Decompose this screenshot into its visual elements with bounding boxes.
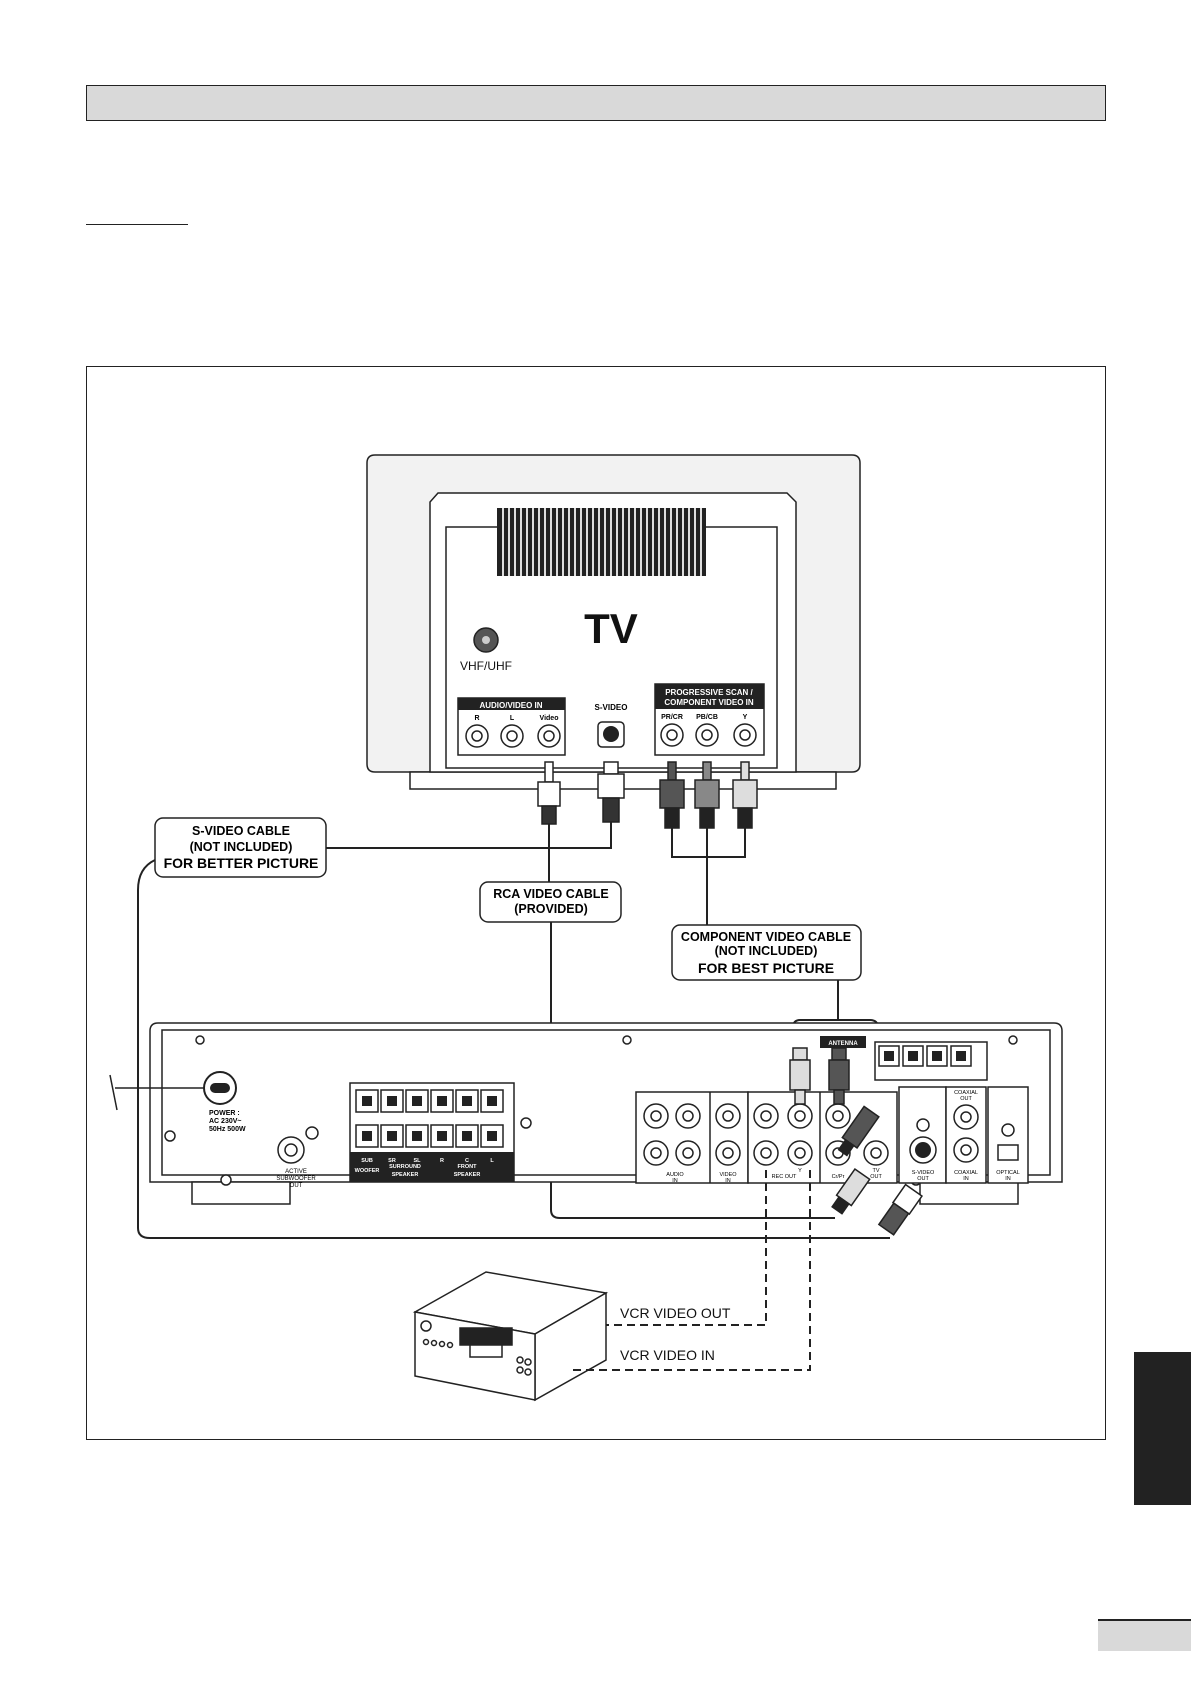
tv-component-plug-y <box>732 761 758 829</box>
rca-callout <box>479 881 622 923</box>
page-number-box <box>1098 1619 1191 1651</box>
tv-video-label: Video <box>540 715 559 722</box>
tv-pb-cb-label: PB/CB <box>696 714 718 721</box>
receiver-optical-panel <box>987 1086 1029 1184</box>
tv-progressive-line2: COMPONENT VIDEO IN <box>664 698 754 707</box>
receiver-rca-plug <box>831 1167 871 1215</box>
svideo-callout-line3: FOR BETTER PICTURE <box>164 855 319 871</box>
sl-label: SL <box>413 1158 421 1164</box>
receiver-audio-in-panel <box>635 1091 749 1184</box>
vcr-video-out-label: VCR VIDEO OUT <box>620 1305 731 1321</box>
optical-label-1: OPTICAL <box>996 1170 1020 1176</box>
video-in-label-2: IN <box>725 1178 731 1184</box>
heading-underline <box>86 224 188 225</box>
antenna-label: ANTENNA <box>828 1041 858 1047</box>
video-in-label-1: VIDEO <box>719 1172 737 1178</box>
header-bar <box>86 85 1106 121</box>
component-callout-line3: FOR BEST PICTURE <box>698 960 834 976</box>
cables <box>137 822 890 1239</box>
svideo-callout <box>154 817 327 878</box>
y-out-label: Y <box>798 1168 802 1174</box>
side-tab <box>1134 1352 1191 1505</box>
tv-pr-cr-label: PR/CR <box>661 714 683 721</box>
power-inlet <box>109 1071 237 1111</box>
audio-in-label-2: IN <box>672 1178 678 1184</box>
receiver-rec-out-panel <box>747 1091 898 1184</box>
vcr-unit <box>412 1271 609 1402</box>
coaxial-in-label-2: IN <box>963 1176 969 1182</box>
surround-label: SURROUND <box>389 1164 421 1170</box>
tv-svideo-jack <box>597 721 625 748</box>
power-label-line3: 50Hz 500W <box>209 1126 246 1133</box>
svideo-out-line2: OUT <box>917 1176 929 1182</box>
component-callout-line1: COMPONENT VIDEO CABLE <box>681 930 851 944</box>
component-callout <box>671 924 862 981</box>
front-l-label: L <box>490 1158 494 1164</box>
receiver-coaxial-panel <box>945 1086 987 1184</box>
active-subwoofer-line1: ACTIVE <box>285 1169 307 1175</box>
front-speaker-label: SPEAKER <box>454 1172 481 1178</box>
diagram-frame <box>86 366 1106 1440</box>
sub-label: SUB <box>361 1158 373 1164</box>
vhf-uhf-jack <box>473 627 499 653</box>
svideo-callout-line1: S-VIDEO CABLE <box>192 824 290 838</box>
tv-title: TV <box>584 605 638 652</box>
tv-l-label: L <box>510 715 515 722</box>
svideo-callout-line2: (NOT INCLUDED) <box>190 840 293 854</box>
tv-vent-grille <box>497 508 706 576</box>
receiver-component-plugs <box>789 1047 880 1157</box>
active-subwoofer-jack <box>277 1136 305 1164</box>
front-label: FRONT <box>458 1164 478 1170</box>
coaxial-out-label-2: OUT <box>960 1096 972 1102</box>
tv-r-label: R <box>474 715 479 722</box>
vhf-uhf-label: VHF/UHF <box>460 659 512 673</box>
tv-progressive-line1: PROGRESSIVE SCAN / <box>665 688 753 697</box>
surround-speaker-label: SPEAKER <box>392 1172 419 1178</box>
front-r-label: R <box>440 1158 444 1164</box>
tv-component-plug-pb <box>694 761 720 829</box>
coaxial-in-label-1: COAXIAL <box>954 1170 978 1176</box>
optical-label-2: IN <box>1005 1176 1011 1182</box>
tv-rca-plug <box>537 761 561 825</box>
svideo-out-line1: S-VIDEO <box>912 1170 935 1176</box>
tv-y-label: Y <box>743 714 748 721</box>
woofer-label: WOOFER <box>355 1168 380 1174</box>
receiver-svideo-out-panel <box>898 1086 947 1184</box>
front-c-label: C <box>465 1158 469 1164</box>
tv-svideo-plug <box>597 761 625 823</box>
active-subwoofer-line3: OUT <box>290 1183 303 1189</box>
tv-out-line1: TV <box>872 1168 879 1174</box>
tv-av-jacks <box>465 724 561 748</box>
component-callout-line2: (NOT INCLUDED) <box>715 944 818 958</box>
power-label-line2: AC 230V~ <box>209 1118 242 1125</box>
cr-pr-label: Cr/Pr <box>832 1174 845 1180</box>
audio-in-label-1: AUDIO <box>666 1172 684 1178</box>
rca-callout-line1: RCA VIDEO CABLE <box>493 887 609 901</box>
antenna-terminals <box>820 1036 988 1081</box>
tv-svideo-label: S-VIDEO <box>595 703 628 712</box>
tv-av-in-label: AUDIO/VIDEO IN <box>479 701 542 710</box>
rec-out-label: REC OUT <box>772 1174 797 1180</box>
vcr-dashed-lines <box>570 1170 811 1371</box>
speaker-terminal-panel <box>349 1082 515 1182</box>
tv-out-line2: OUT <box>870 1174 882 1180</box>
active-subwoofer-line2: SUBWOOFER <box>276 1176 316 1182</box>
vcr-video-in-label: VCR VIDEO IN <box>620 1347 715 1363</box>
sr-label: SR <box>388 1158 396 1164</box>
tv-component-jacks <box>660 723 757 747</box>
coaxial-out-label-1: COAXIAL <box>954 1090 978 1096</box>
rca-callout-line2: (PROVIDED) <box>514 902 588 916</box>
receiver-svideo-plug <box>877 1183 924 1236</box>
power-label-line1: POWER : <box>209 1110 240 1117</box>
